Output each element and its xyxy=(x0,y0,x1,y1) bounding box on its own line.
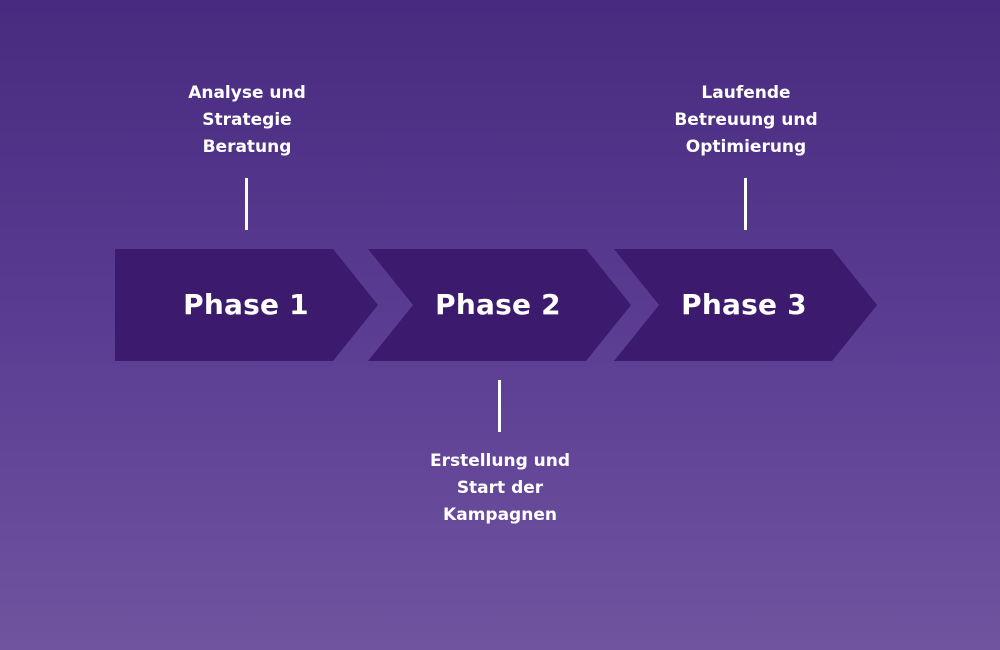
phase-3-description-line: Betreuung und xyxy=(674,110,818,130)
phase-1-connector xyxy=(245,178,248,230)
phase-3-connector xyxy=(744,178,747,230)
phase-1-description-line: Beratung xyxy=(202,137,292,157)
phase-1-description-line: Strategie xyxy=(202,110,292,130)
phase-2-description-line: Kampagnen xyxy=(443,505,557,525)
phase-3-description-line: Optimierung xyxy=(685,137,807,157)
phase-3-description: Laufende Betreuung und Optimierung xyxy=(646,80,846,161)
phase-2-connector xyxy=(498,380,501,432)
phase-1-chevron xyxy=(115,249,378,361)
phase-1-label: Phase 1 xyxy=(183,288,309,321)
phase-2-description-line: Erstellung und xyxy=(429,451,571,471)
phase-2-description: Erstellung und Start der Kampagnen xyxy=(400,448,600,529)
phase-3-chevron xyxy=(614,249,877,361)
phase-2-chevron xyxy=(368,249,631,361)
phase-3-label: Phase 3 xyxy=(681,288,807,321)
phase-2-label: Phase 2 xyxy=(435,288,561,321)
phase-3-description-line: Laufende xyxy=(701,83,791,103)
phase-1-description: Analyse und Strategie Beratung xyxy=(147,80,347,161)
phase-2-description-line: Start der xyxy=(456,478,544,498)
phase-1-description-line: Analyse und xyxy=(188,83,306,103)
